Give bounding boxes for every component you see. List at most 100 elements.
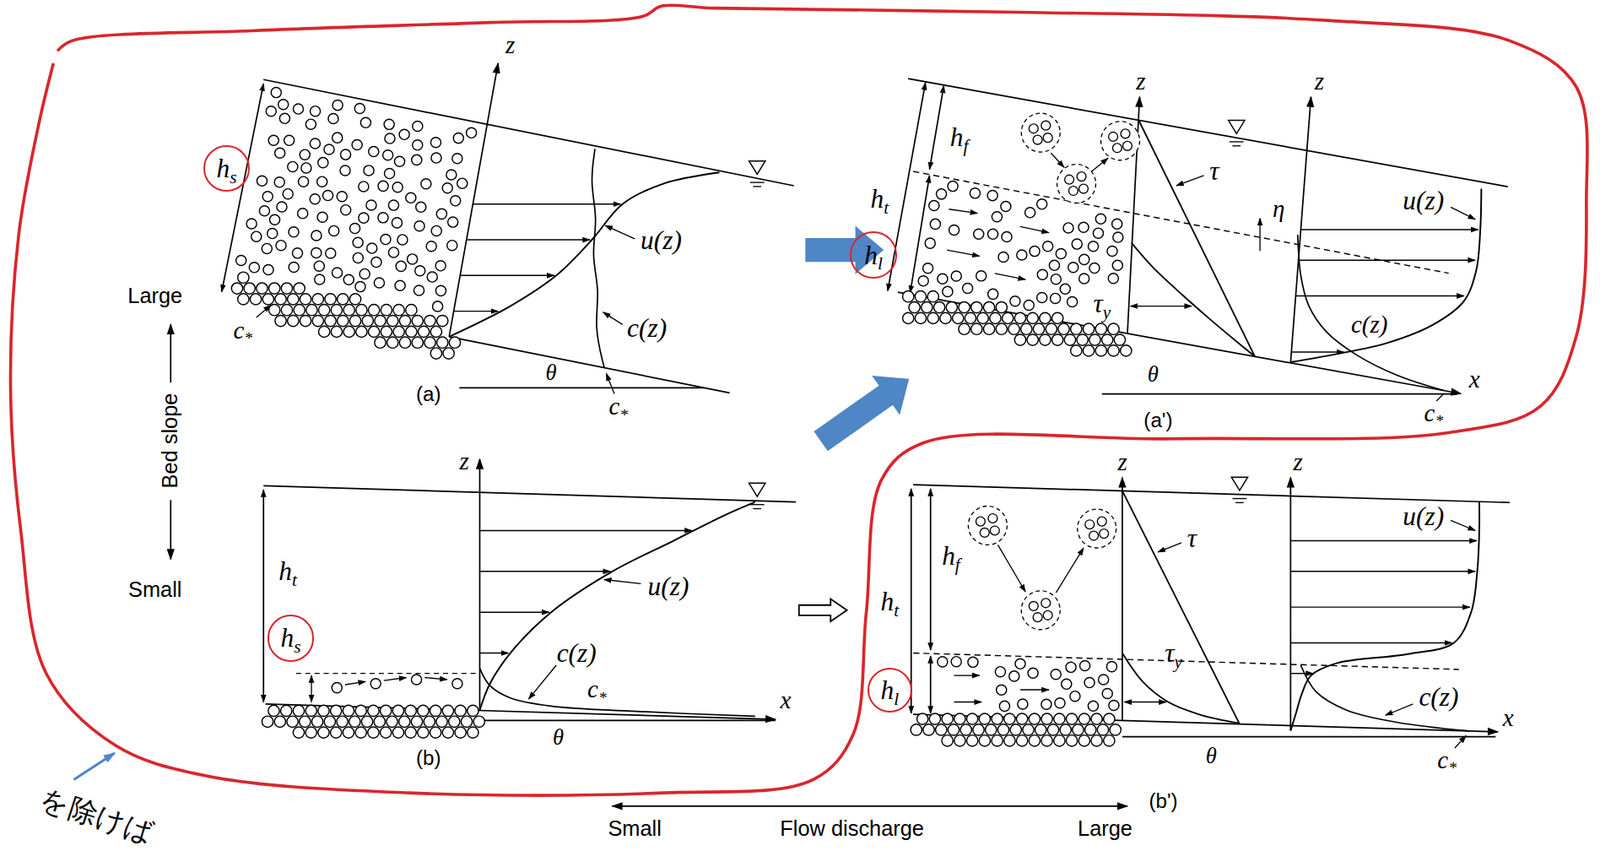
circled-symbol-text: hs [281, 624, 302, 651]
math-symbol: θ [1147, 362, 1159, 385]
sediment-particle [426, 241, 437, 252]
math-symbol: ht [881, 589, 900, 616]
sediment-particle [399, 336, 411, 348]
sediment-particle [1070, 691, 1081, 702]
sediment-particle [305, 726, 317, 738]
z-axis [448, 63, 498, 337]
symbol-base: h [278, 556, 292, 586]
sediment-particle [340, 149, 352, 160]
sediment-particle [268, 704, 280, 716]
sediment-particle [380, 325, 392, 337]
sediment-particle [924, 237, 936, 249]
sediment-particle [371, 257, 382, 268]
caption-text: (b) [416, 747, 442, 768]
sediment-particle [392, 704, 404, 716]
sediment-particle [466, 127, 477, 138]
depth-dimension [310, 675, 312, 702]
symbol-subscript: t [893, 600, 899, 622]
math-symbol: z [459, 448, 470, 474]
sediment-particle [1014, 334, 1026, 346]
sediment-particle [237, 271, 249, 283]
x-axis [897, 291, 1461, 394]
leader-line [1385, 703, 1414, 715]
z-axis [1121, 477, 1124, 721]
sediment-particle [442, 183, 453, 194]
sediment-particle [1041, 598, 1051, 608]
sediment-particle [1079, 183, 1089, 194]
shear-stress-line [1138, 119, 1255, 357]
sediment-particle [1016, 735, 1028, 746]
math-symbol: θ [1205, 743, 1217, 767]
math-symbol: u(z) [648, 573, 690, 600]
sediment-particle [259, 205, 270, 217]
cluster-outline [1101, 121, 1141, 161]
sediment-particle [413, 285, 424, 296]
sediment-particle [973, 228, 984, 239]
sediment-particle [424, 314, 436, 326]
concentration-profile [1300, 664, 1469, 731]
sediment-particle [1028, 713, 1040, 725]
sediment-particle [1089, 530, 1099, 541]
leader-line [605, 225, 635, 239]
sediment-particle [987, 190, 998, 201]
symbol-subscript: * [619, 405, 628, 424]
symbol-base: h [870, 183, 884, 214]
sediment-particle [1092, 227, 1103, 238]
sediment-particle [1076, 172, 1087, 182]
sediment-particle [312, 314, 324, 326]
panel-a-prime-particles [902, 181, 1132, 357]
particle-cluster [1057, 164, 1097, 204]
caption-text: Flow discharge [779, 817, 925, 839]
leader-line [604, 579, 642, 584]
leader-line [1436, 394, 1444, 401]
saltation-arrow [424, 677, 448, 680]
sediment-particle [1102, 687, 1113, 698]
sediment-particle [323, 190, 334, 201]
circled-symbol-text: hs [216, 155, 237, 182]
sediment-particle [1014, 312, 1026, 324]
bed-line [448, 336, 730, 393]
symbol-base: h [941, 540, 956, 571]
math-symbol: z [1135, 69, 1146, 94]
sediment-particle [923, 724, 935, 736]
sediment-particle [314, 274, 325, 285]
sediment-particle [395, 260, 406, 271]
water-surface [913, 484, 1510, 503]
sediment-particle [1032, 323, 1044, 335]
sediment-particle [1120, 129, 1130, 139]
sediment-particle [936, 189, 947, 200]
sediment-particle [1068, 186, 1078, 196]
sediment-particle [1021, 323, 1033, 335]
sediment-particle [342, 704, 354, 716]
caption-text: Bed slope [159, 393, 181, 489]
sediment-particle [411, 314, 423, 326]
water-tick [752, 185, 762, 187]
velocity-arrow [1290, 540, 1477, 541]
sediment-particle [411, 154, 422, 165]
sediment-particle [958, 323, 970, 335]
sediment-particle [908, 301, 920, 313]
sediment-particle [949, 224, 960, 235]
sediment-particle [989, 312, 1001, 324]
annotation-outline [10, 5, 1588, 795]
sediment-particle [971, 301, 983, 313]
sediment-particle [342, 726, 354, 738]
sediment-particle [1065, 661, 1076, 672]
sediment-particle [1064, 334, 1076, 346]
sediment-particle [966, 713, 978, 725]
sediment-particle [978, 735, 990, 746]
flow-discharge-axis [612, 805, 1128, 807]
sediment-particle [383, 118, 395, 130]
bed-slope-axis [169, 499, 172, 559]
sediment-particle [991, 735, 1003, 746]
sediment-particle [298, 176, 309, 187]
sediment-particle [262, 191, 273, 202]
caption-text: (a) [416, 383, 442, 405]
sediment-particle [324, 293, 336, 305]
water-surface [263, 79, 794, 186]
velocity-arrow [479, 529, 692, 531]
math-symbol: x [780, 687, 792, 713]
symbol-subscript: f [963, 135, 969, 157]
sediment-particle [918, 275, 929, 287]
